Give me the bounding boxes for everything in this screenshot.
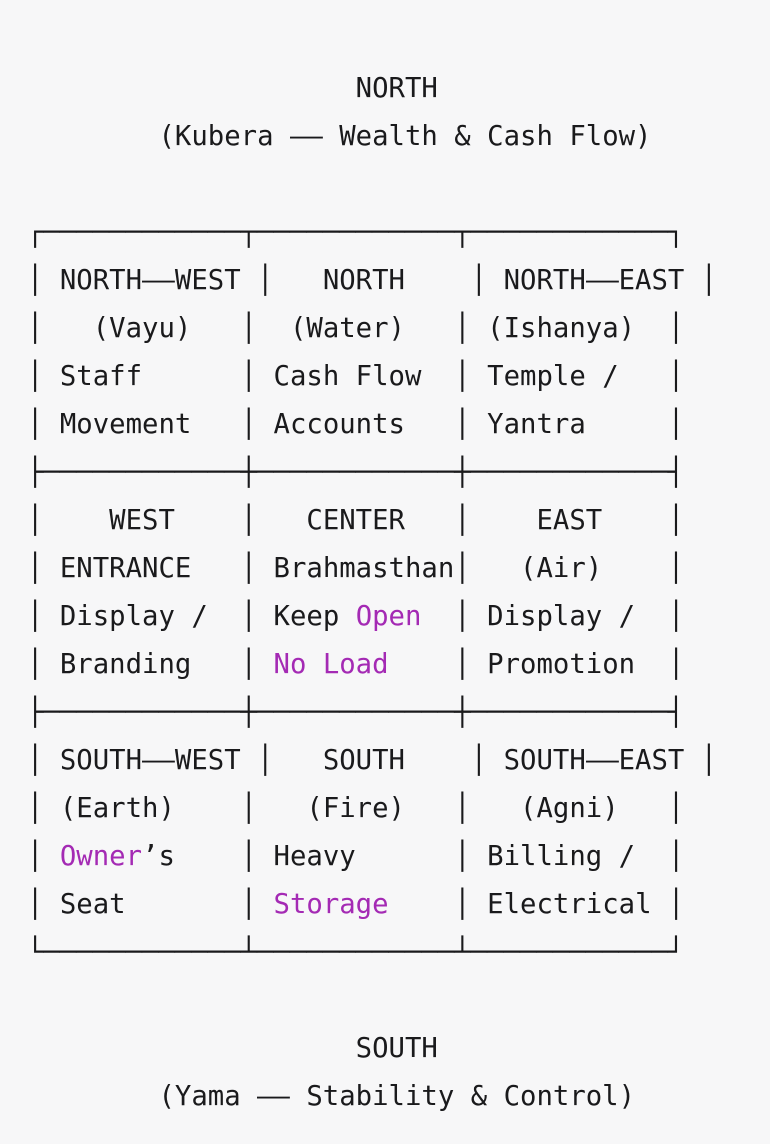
south-direction-label: SOUTH — [355, 1033, 438, 1064]
highlighted-text: Open — [355, 601, 422, 632]
grid-separator-2: ├────────────┼────────────┼────────────┤ — [27, 697, 685, 728]
row3-use-line2: │ Seat │ Storage │ Electrical │ — [27, 889, 685, 920]
em-dash: — — [585, 265, 619, 296]
em-dash: — — [257, 1081, 290, 1112]
spacer-bottom — [27, 977, 770, 1025]
em-dash: — — [585, 745, 619, 776]
row2-use-line1: │ Display / │ Keep Open │ Display / │ — [27, 601, 685, 632]
row1-use-line1: │ Staff │ Cash Flow │ Temple / │ — [27, 361, 685, 392]
highlighted-text: Storage — [273, 889, 389, 920]
spacer-top — [27, 161, 770, 209]
page: NORTH (Kubera — Wealth & Cash Flow) ┌───… — [27, 73, 770, 1121]
em-dash: — — [289, 121, 323, 152]
vastu-ascii-diagram: NORTH (Kubera — Wealth & Cash Flow) ┌───… — [27, 73, 770, 1121]
north-direction-label: NORTH — [355, 73, 438, 104]
row1-use-line2: │ Movement │ Accounts │ Yantra │ — [27, 409, 685, 440]
grid-separator-1: ├────────────┼────────────┼────────────┤ — [27, 457, 685, 488]
row2-use-line2: │ Branding │ No Load │ Promotion │ — [27, 649, 685, 680]
em-dash: — — [142, 265, 175, 296]
row2-directions: │ WEST │ CENTER │ EAST │ — [27, 505, 685, 536]
highlighted-text: No Load — [273, 649, 389, 680]
grid-border-bottom: └────────────┴────────────┴────────────┘ — [27, 937, 685, 968]
em-dash: — — [142, 745, 175, 776]
row3-deities: │ (Earth) │ (Fire) │ (Agni) │ — [27, 793, 685, 824]
row1-directions: │ NORTH—WEST │ NORTH │ NORTH—EAST │ — [27, 257, 770, 305]
north-deity-label: (Kubera — Wealth & Cash Flow) — [27, 113, 770, 161]
row3-directions: │ SOUTH—WEST │ SOUTH │ SOUTH—EAST │ — [27, 737, 770, 785]
vastu-grid: ┌────────────┬────────────┬────────────┐… — [27, 209, 770, 977]
grid-border-top: ┌────────────┬────────────┬────────────┐ — [27, 217, 685, 248]
row3-use-line1: │ Owner’s │ Heavy │ Billing / │ — [27, 841, 685, 872]
highlighted-text: Owner — [59, 841, 143, 872]
row2-labels: │ ENTRANCE │ Brahmasthan│ (Air) │ — [27, 553, 685, 584]
south-deity-label: (Yama — Stability & Control) — [27, 1073, 770, 1121]
row1-deities: │ (Vayu) │ (Water) │ (Ishanya) │ — [27, 313, 685, 344]
